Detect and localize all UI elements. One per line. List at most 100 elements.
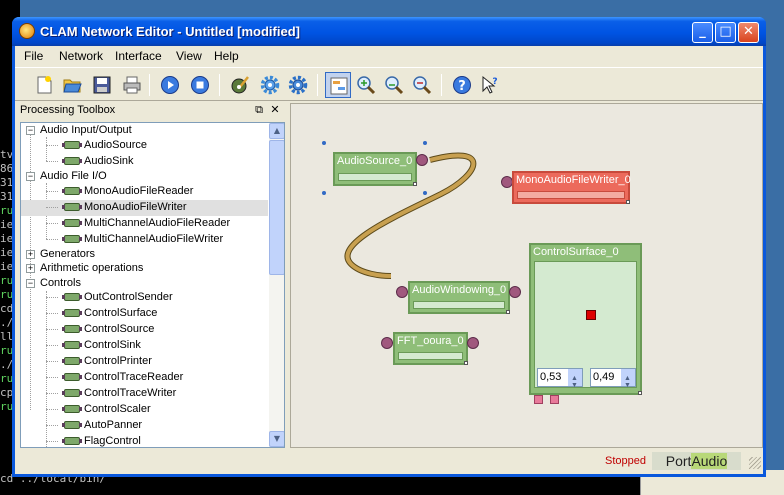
node-control-surface[interactable]: ControlSurface_0 0,53 ▲▼ 0,49 ▲▼ xyxy=(529,243,642,395)
x-value-spinbox[interactable]: 0,53 ▲▼ xyxy=(537,368,583,389)
menu-network[interactable]: Network xyxy=(59,49,104,63)
tree-item[interactable]: ControlSink xyxy=(21,338,268,354)
title-bar[interactable]: CLAM Network Editor - Untitled [modified… xyxy=(12,17,766,46)
tree-group-controls[interactable]: − Controls xyxy=(21,276,268,292)
menu-file[interactable]: File xyxy=(24,49,44,63)
tree-item[interactable]: ControlScaler xyxy=(21,402,268,418)
gear-icon[interactable] xyxy=(257,72,283,98)
expand-icon[interactable]: + xyxy=(26,249,35,259)
tree-label: ControlPrinter xyxy=(84,355,152,367)
play-icon[interactable] xyxy=(157,72,183,98)
save-icon[interactable] xyxy=(89,72,115,98)
tree-group-arithmetic[interactable]: + Arithmetic operations xyxy=(21,261,268,277)
collapse-icon[interactable]: − xyxy=(26,278,35,288)
brush-icon[interactable] xyxy=(227,72,253,98)
zoom-reset-icon[interactable] xyxy=(381,72,407,98)
spin-buttons[interactable]: ▲▼ xyxy=(568,369,582,389)
tree-item[interactable]: ControlPrinter xyxy=(21,354,268,370)
tree-guide xyxy=(46,223,58,224)
scroll-up-button[interactable]: ▲ xyxy=(269,123,284,139)
xy-pad-cursor[interactable] xyxy=(586,310,596,320)
node-progress xyxy=(413,301,505,309)
audio-out-port[interactable] xyxy=(467,337,479,349)
audio-in-port[interactable] xyxy=(396,286,408,298)
selection-handle[interactable] xyxy=(322,191,326,195)
network-canvas[interactable]: AudioSource_0 MonoAudioFileWriter_0 Cont… xyxy=(290,103,763,448)
print-icon[interactable] xyxy=(119,72,145,98)
resize-handle[interactable] xyxy=(638,391,642,395)
node-label: ControlSurface_0 xyxy=(533,246,619,258)
tree-scrollbar[interactable]: ▲ ▼ xyxy=(269,123,284,447)
resize-handle[interactable] xyxy=(626,200,630,204)
selection-handle[interactable] xyxy=(423,141,427,145)
node-mono-audio-file-writer[interactable]: MonoAudioFileWriter_0 xyxy=(512,171,631,204)
menu-help[interactable]: Help xyxy=(214,49,239,63)
collapse-icon[interactable]: − xyxy=(26,125,35,135)
terminal-line: ru xyxy=(0,344,14,357)
tree-item[interactable]: ControlTraceWriter xyxy=(21,386,268,402)
tree-item[interactable]: AutoPanner xyxy=(21,418,268,434)
node-progress xyxy=(398,352,463,360)
tree-label: Audio Input/Output xyxy=(40,124,132,136)
minimize-button[interactable]: _ xyxy=(692,22,713,43)
tree-group-audio-io[interactable]: − Audio Input/Output xyxy=(21,123,268,139)
tree-group-generators[interactable]: + Generators xyxy=(21,247,268,263)
tree-label: FlagControl xyxy=(84,435,141,447)
new-file-icon[interactable] xyxy=(31,72,57,98)
node-fft-ooura[interactable]: FFT_ooura_0 xyxy=(393,332,468,365)
tree-item[interactable]: ControlSurface xyxy=(21,306,268,322)
tree-item[interactable]: AudioSource xyxy=(21,138,268,154)
tree-group-audio-file-io[interactable]: − Audio File I/O xyxy=(21,169,268,185)
tree-guide xyxy=(46,441,58,442)
resize-handle[interactable] xyxy=(464,361,468,365)
gear-blue-icon[interactable] xyxy=(285,72,311,98)
tree-item-selected[interactable]: MonoAudioFileWriter xyxy=(21,200,268,216)
expand-icon[interactable]: + xyxy=(26,263,35,273)
tree-item[interactable]: ControlSource xyxy=(21,322,268,338)
undock-icon[interactable]: ⧉ xyxy=(255,104,263,116)
scroll-thumb[interactable] xyxy=(269,140,284,275)
backend-badge[interactable]: PortAudio xyxy=(652,452,741,470)
tree-item[interactable]: MultiChannelAudioFileReader xyxy=(21,216,268,232)
selection-handle[interactable] xyxy=(322,141,326,145)
tree-item[interactable]: FlagControl xyxy=(21,434,268,447)
y-value-spinbox[interactable]: 0,49 ▲▼ xyxy=(590,368,636,389)
scroll-down-button[interactable]: ▼ xyxy=(269,431,284,447)
audio-out-port[interactable] xyxy=(509,286,521,298)
node-audio-source[interactable]: AudioSource_0 xyxy=(333,152,417,186)
tree-item[interactable]: OutControlSender xyxy=(21,290,268,306)
menu-interface[interactable]: Interface xyxy=(115,49,162,63)
xy-pad[interactable]: 0,53 ▲▼ 0,49 ▲▼ xyxy=(534,261,637,389)
resize-grip[interactable] xyxy=(749,457,761,469)
close-panel-icon[interactable]: ✕ xyxy=(270,104,280,116)
help-icon[interactable]: ? xyxy=(449,72,475,98)
audio-in-port[interactable] xyxy=(381,337,393,349)
node-audio-windowing[interactable]: AudioWindowing_0 xyxy=(408,281,510,314)
resize-handle[interactable] xyxy=(413,182,417,186)
tree-item[interactable]: AudioSink xyxy=(21,154,268,170)
control-out-port[interactable] xyxy=(550,395,559,404)
x-value: 0,53 xyxy=(540,371,562,383)
zoom-out-icon[interactable] xyxy=(409,72,435,98)
maximize-button[interactable]: □ xyxy=(715,22,736,43)
spin-buttons[interactable]: ▲▼ xyxy=(621,369,635,389)
processing-icon xyxy=(62,187,82,195)
tree-guide xyxy=(46,239,58,240)
tree-item[interactable]: MultiChannelAudioFileWriter xyxy=(21,232,268,248)
collapse-icon[interactable]: − xyxy=(26,171,35,181)
processing-icon xyxy=(62,293,82,301)
control-out-port[interactable] xyxy=(534,395,543,404)
selection-handle[interactable] xyxy=(423,191,427,195)
resize-handle[interactable] xyxy=(506,310,510,314)
menu-view[interactable]: View xyxy=(176,49,202,63)
stop-icon[interactable] xyxy=(187,72,213,98)
tree-item[interactable]: MonoAudioFileReader xyxy=(21,184,268,200)
audio-connection-fill xyxy=(345,153,476,278)
tree-item[interactable]: ControlTraceReader xyxy=(21,370,268,386)
layout-icon[interactable] xyxy=(325,72,351,98)
zoom-in-icon[interactable] xyxy=(353,72,379,98)
open-folder-icon[interactable] xyxy=(59,72,85,98)
audio-out-port[interactable] xyxy=(416,154,428,166)
close-button[interactable]: ✕ xyxy=(738,22,759,43)
whats-this-icon[interactable]: ? xyxy=(477,72,503,98)
